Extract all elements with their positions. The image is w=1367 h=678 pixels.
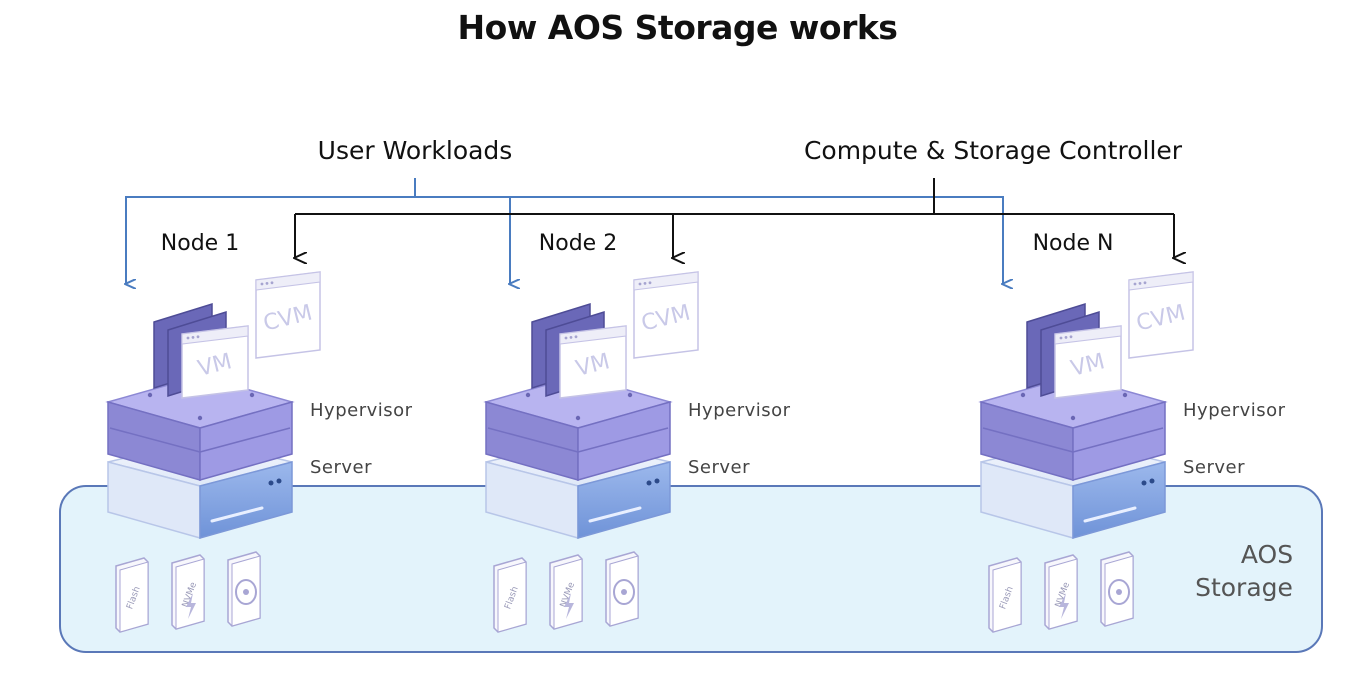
server-label: Server bbox=[1183, 457, 1245, 478]
nvme-disk-icon: NVMe bbox=[1044, 554, 1078, 630]
cvm-window-icon: CVM bbox=[255, 271, 321, 359]
node-name-label: Node N bbox=[1033, 231, 1114, 256]
hypervisor-label: Hypervisor bbox=[310, 400, 413, 421]
vm-stack: VM bbox=[1026, 302, 1122, 399]
aos-label-line2: Storage bbox=[1195, 573, 1293, 602]
vm-stack: VM bbox=[531, 302, 627, 399]
nvme-disk-icon: NVMe bbox=[171, 554, 205, 630]
server-label: Server bbox=[688, 457, 750, 478]
hdd-disk-icon bbox=[227, 551, 261, 627]
vm-window-icon: VM bbox=[181, 325, 249, 399]
aos-label-line1: AOS bbox=[1241, 540, 1293, 569]
hdd-disk-icon bbox=[605, 551, 639, 627]
controller-connector bbox=[295, 178, 1174, 258]
node-name-label: Node 1 bbox=[161, 231, 239, 256]
vm-window-icon: VM bbox=[1054, 325, 1122, 399]
flash-disk-icon: Flash bbox=[988, 557, 1022, 633]
node-name-label: Node 2 bbox=[539, 231, 617, 256]
flash-disk-icon: Flash bbox=[493, 557, 527, 633]
hdd-disk-icon bbox=[1100, 551, 1134, 627]
flash-disk-icon: Flash bbox=[115, 557, 149, 633]
nvme-disk-icon: NVMe bbox=[549, 554, 583, 630]
hypervisor-box-icon bbox=[105, 375, 295, 481]
controller-label: Compute & Storage Controller bbox=[804, 136, 1183, 165]
user-workloads-connector bbox=[126, 178, 1003, 284]
user-workloads-label: User Workloads bbox=[318, 136, 513, 165]
vm-stack: VM bbox=[153, 302, 249, 399]
vm-window-icon: VM bbox=[559, 325, 627, 399]
hypervisor-label: Hypervisor bbox=[688, 400, 791, 421]
hypervisor-label: Hypervisor bbox=[1183, 400, 1286, 421]
cvm-window-icon: CVM bbox=[1128, 271, 1194, 359]
cvm-window-icon: CVM bbox=[633, 271, 699, 359]
server-label: Server bbox=[310, 457, 372, 478]
page-title: How AOS Storage works bbox=[457, 8, 898, 47]
